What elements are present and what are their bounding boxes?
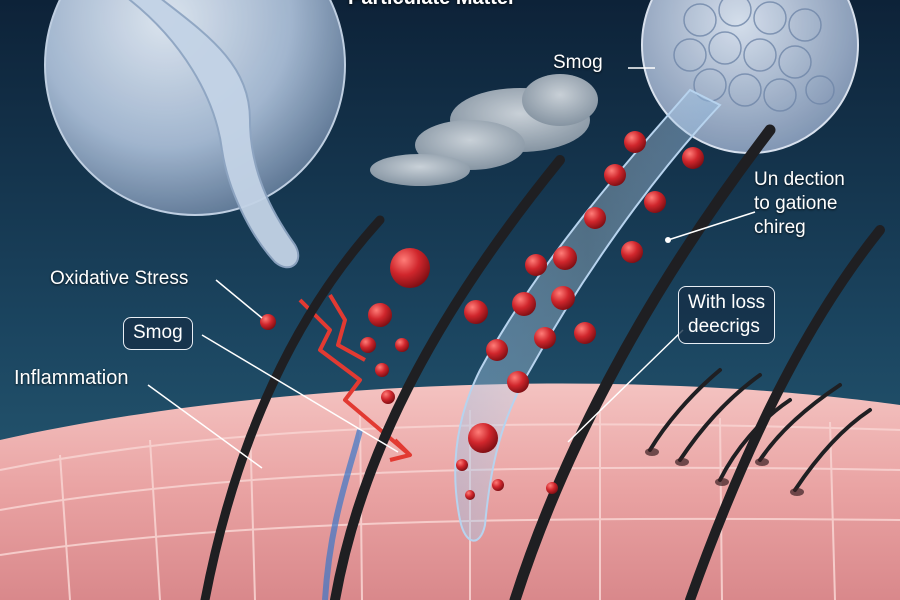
hair-strands — [200, 124, 885, 600]
label-hair-loss: With loss deecrigs — [678, 286, 776, 344]
smog-cloud — [370, 74, 598, 186]
label-reduction: Un dection to gatione chireg — [754, 169, 845, 238]
label-inflammation: Inflammation — [14, 367, 129, 389]
diagram-title: Particulate Matter — [348, 0, 516, 10]
inflammation-arrows — [298, 293, 412, 462]
reduction-pointer-dot — [665, 237, 671, 243]
particulate-sphere-large — [44, 0, 346, 269]
label-smog-top: Smog — [553, 52, 603, 73]
label-smog-box: Smog — [123, 317, 193, 350]
hair-follicles — [645, 448, 804, 496]
oxidative-particles — [260, 131, 704, 500]
label-oxidative-stress: Oxidative Stress — [50, 268, 189, 289]
label-leader-lines — [147, 67, 756, 469]
blood-vessel — [322, 429, 363, 600]
